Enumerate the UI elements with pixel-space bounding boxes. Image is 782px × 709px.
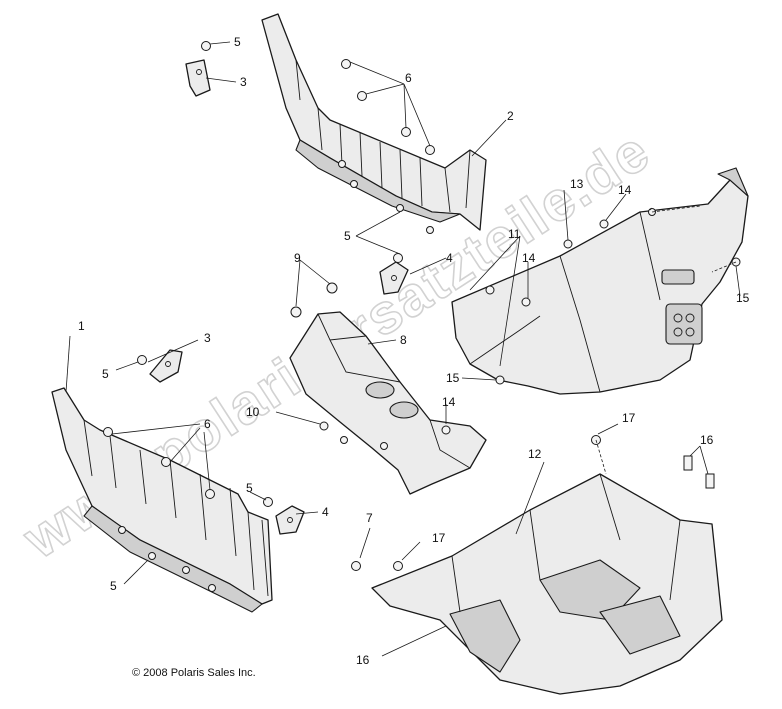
bracket-3-top: [185, 59, 211, 97]
callout-8: 8: [400, 333, 407, 347]
callout-13: 13: [570, 177, 584, 191]
part-1-lower-footwell: [51, 387, 273, 613]
callout-16: 16: [700, 433, 714, 447]
callout-14: 14: [618, 183, 632, 197]
leader-lines: [65, 41, 741, 657]
part-11-rear-panel: [451, 167, 749, 395]
callout-3: 3: [240, 75, 247, 89]
callout-5: 5: [102, 367, 109, 381]
callout-10: 10: [246, 405, 260, 419]
part-2-upper-footwell: [261, 13, 487, 231]
callout-1: 1: [78, 319, 85, 333]
callout-7: 7: [366, 511, 373, 525]
callout-6: 6: [405, 71, 412, 85]
callout-3: 3: [204, 331, 211, 345]
callout-15: 15: [736, 291, 750, 305]
callout-4: 4: [322, 505, 329, 519]
callout-15: 15: [446, 371, 460, 385]
callout-14: 14: [442, 395, 456, 409]
callout-6: 6: [204, 417, 211, 431]
callout-labels: 5 3 6 2 13 14 5 11 9 4 14 15 1 3 8 5 15 …: [78, 35, 750, 667]
callout-4: 4: [446, 251, 453, 265]
callout-12: 12: [528, 447, 542, 461]
callout-17: 17: [622, 411, 636, 425]
bracket-3-left: [149, 349, 183, 383]
callout-2: 2: [507, 109, 514, 123]
bracket-4-center: [379, 261, 409, 295]
part-8-center-console: [289, 311, 487, 495]
fasteners: [103, 41, 741, 592]
callout-5: 5: [344, 229, 351, 243]
copyright-notice: © 2008 Polaris Sales Inc.: [132, 667, 256, 679]
callout-17: 17: [432, 531, 446, 545]
callout-16: 16: [356, 653, 370, 667]
part-12-floor-tub: [371, 473, 723, 695]
bracket-4-left: [275, 505, 305, 535]
callout-11: 11: [508, 227, 521, 241]
callout-5: 5: [234, 35, 241, 49]
callout-5: 5: [110, 579, 117, 593]
callout-9: 9: [294, 251, 301, 265]
callout-5: 5: [246, 481, 253, 495]
callout-14: 14: [522, 251, 536, 265]
